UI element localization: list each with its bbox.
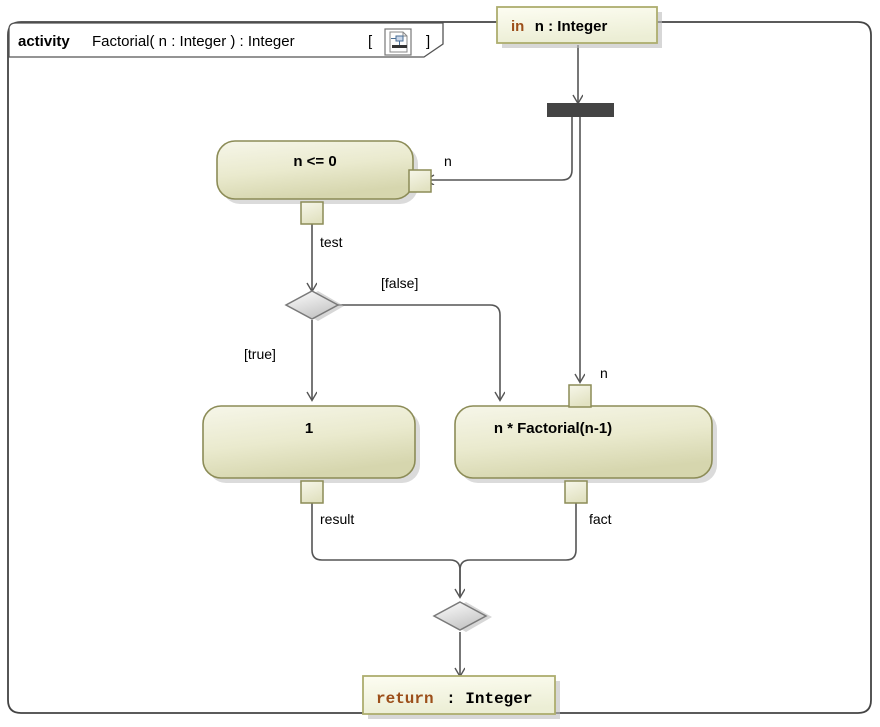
action-body [202, 405, 416, 479]
pin-rect [300, 480, 324, 504]
pin-test-output-test[interactable] [300, 201, 324, 225]
return-parameter-keyword: return [376, 690, 434, 708]
param-body [496, 6, 658, 44]
return-parameter-node[interactable]: return : Integer [362, 675, 560, 719]
pin-rect [300, 201, 324, 225]
edge-decision-false [338, 304, 500, 400]
pin-rect [564, 480, 588, 504]
frame-title-tab [8, 22, 444, 58]
frame-border [7, 21, 872, 714]
edge-result-to-merge [311, 495, 460, 597]
pin-recurse-output-fact[interactable] [564, 480, 588, 504]
edge-label-n-to-recurse: n [600, 365, 608, 381]
edge-fork-to-test-n [426, 117, 573, 180]
pin-one-output-result[interactable] [300, 480, 324, 504]
pin-recurse-input-n[interactable] [568, 384, 592, 408]
edge-label-fact: fact [589, 511, 612, 527]
edge-label-result: result [320, 511, 354, 527]
input-parameter-keyword: in [511, 18, 524, 35]
return-parameter-nametype: : Integer [446, 690, 532, 708]
decision-node[interactable] [284, 290, 344, 321]
edge-label-n-to-test: n [444, 153, 452, 169]
return-parameter-text: return : Integer [376, 690, 532, 708]
input-parameter-node[interactable]: in n : Integer [496, 6, 662, 48]
merge-node[interactable] [432, 601, 492, 632]
action-body [216, 140, 414, 200]
edge-fact-to-merge [459, 495, 577, 597]
decision-body [284, 290, 340, 320]
edge-label-guard-true: [true] [244, 346, 276, 362]
fork-bar-rect [547, 103, 614, 117]
param-body [362, 675, 556, 715]
edges-layer [312, 45, 580, 676]
fork-bar[interactable] [547, 103, 614, 117]
edge-label-test: test [320, 234, 343, 250]
action-node-test[interactable]: n <= 0 [216, 140, 418, 204]
frame-keyword: activity [18, 33, 70, 50]
frame-bracket-close: ] [426, 33, 430, 50]
edge-label-guard-false: [false] [381, 275, 418, 291]
input-parameter-nametype: n : Integer [535, 18, 608, 35]
frame-signature: Factorial( n : Integer ) : Integer [92, 33, 295, 50]
action-body [454, 405, 713, 479]
action-label-test: n <= 0 [293, 153, 336, 170]
pin-rect [568, 384, 592, 408]
action-node-one[interactable]: 1 [202, 405, 420, 483]
action-label-one: 1 [305, 420, 313, 437]
action-node-recurse[interactable]: n * Factorial(n-1) [454, 405, 717, 483]
merge-body [432, 601, 488, 631]
action-label-recurse: n * Factorial(n-1) [494, 420, 612, 437]
pin-test-input-n[interactable] [408, 169, 432, 193]
activity-frame [7, 21, 872, 714]
activity-diagram-icon[interactable] [384, 28, 412, 56]
frame-bracket-open: [ [368, 33, 373, 50]
pin-rect [408, 169, 432, 193]
input-parameter-text: in n : Integer [511, 18, 607, 35]
